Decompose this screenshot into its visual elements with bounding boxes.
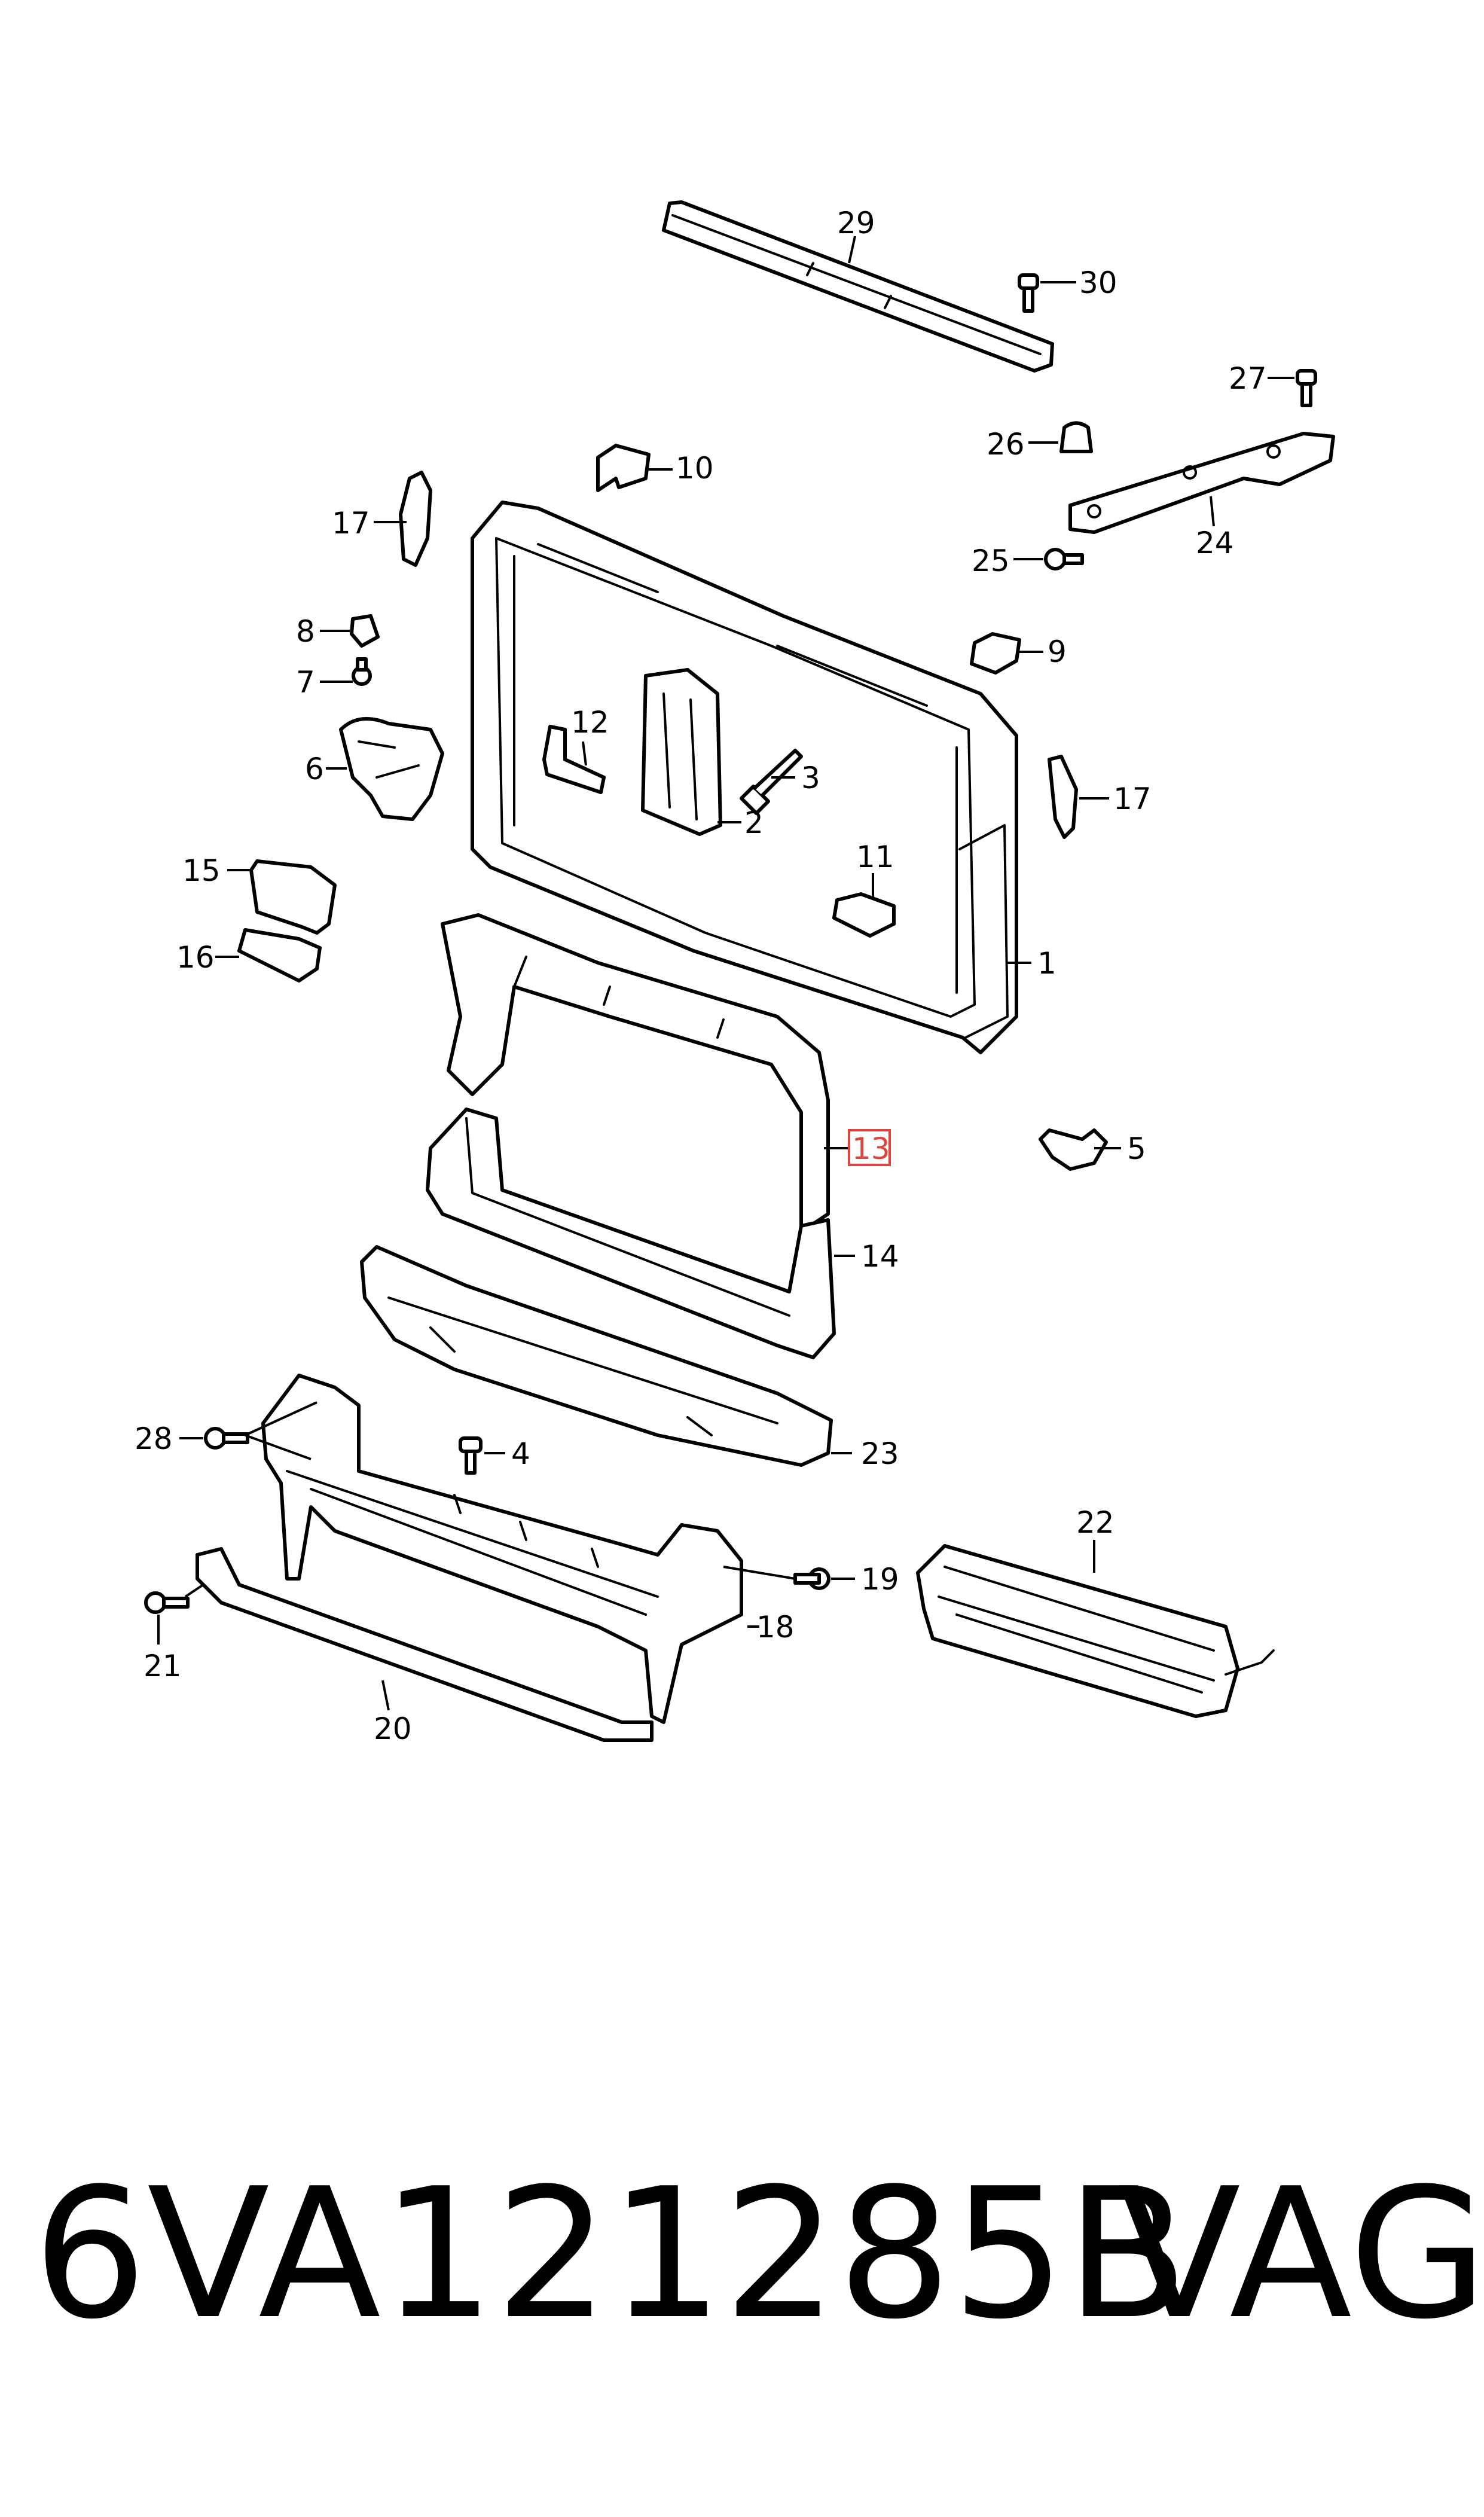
callout-26: 26 bbox=[987, 427, 1025, 462]
callout-18: 18 bbox=[756, 1610, 795, 1645]
part-18-bumper-carrier bbox=[261, 1374, 743, 1724]
callout-7: 7 bbox=[296, 665, 315, 700]
callout-21: 21 bbox=[143, 1649, 182, 1683]
callout-19: 19 bbox=[861, 1562, 899, 1597]
part-3-screw bbox=[740, 749, 803, 815]
part-14-air-guide-lower bbox=[426, 1108, 836, 1359]
callout-14: 14 bbox=[861, 1239, 899, 1274]
part-29-upper-cross-member bbox=[662, 200, 1054, 373]
callout-9: 9 bbox=[1048, 634, 1067, 669]
part-27-screw bbox=[1296, 369, 1317, 407]
callout-6: 6 bbox=[305, 752, 324, 786]
callout-8: 8 bbox=[296, 614, 315, 649]
part-21-screw bbox=[144, 1591, 190, 1614]
callout-20: 20 bbox=[374, 1711, 412, 1746]
callout-11: 11 bbox=[856, 840, 894, 874]
part-17-bracket-left bbox=[399, 471, 432, 567]
part-8-clip bbox=[350, 614, 380, 648]
part-26-buffer bbox=[1059, 421, 1093, 453]
part-12-bracket bbox=[542, 725, 606, 794]
callout-29: 29 bbox=[837, 206, 875, 240]
part-number: 6VA121285B bbox=[33, 2150, 1189, 2359]
part-6-lock bbox=[339, 717, 444, 821]
part-17-bracket-right bbox=[1048, 755, 1078, 839]
part-28-screw bbox=[204, 1427, 249, 1450]
leader-lines bbox=[157, 236, 1294, 1711]
callout-12: 12 bbox=[571, 705, 609, 740]
part-30-screw bbox=[1018, 273, 1039, 313]
callout-3: 3 bbox=[801, 761, 820, 795]
part-24-bracket bbox=[1068, 432, 1335, 534]
callout-30: 30 bbox=[1079, 266, 1117, 300]
callout-5: 5 bbox=[1127, 1131, 1146, 1166]
brand-label: VAG bbox=[1118, 2150, 1484, 2359]
part-25-bolt bbox=[1044, 548, 1084, 570]
part-7-screw bbox=[352, 657, 372, 686]
callout-27: 27 bbox=[1229, 361, 1267, 396]
part-4-screw bbox=[459, 1436, 483, 1475]
callout-23: 23 bbox=[861, 1436, 899, 1471]
part-10-clip bbox=[596, 444, 651, 492]
callout-1: 1 bbox=[1037, 946, 1056, 981]
callout-15: 15 bbox=[182, 853, 221, 888]
callout-13: 13 bbox=[852, 1131, 890, 1166]
callout-16: 16 bbox=[176, 940, 215, 975]
part-16-seal bbox=[237, 928, 322, 983]
part-15-seal bbox=[249, 859, 337, 935]
callout-10: 10 bbox=[676, 451, 714, 486]
callout-4: 4 bbox=[511, 1436, 530, 1471]
part-19-screw bbox=[793, 1567, 830, 1590]
callout-17b: 17 bbox=[1113, 782, 1152, 816]
callout-13-highlight bbox=[848, 1129, 891, 1166]
callout-28: 28 bbox=[135, 1421, 173, 1456]
part-13-air-guide bbox=[441, 913, 830, 1234]
part-9-clip bbox=[970, 632, 1021, 675]
part-11-block bbox=[832, 892, 896, 938]
part-23-absorber bbox=[360, 1245, 833, 1467]
part-2-center-bracket bbox=[641, 668, 722, 836]
callout-2: 2 bbox=[744, 806, 764, 840]
callout-25: 25 bbox=[972, 544, 1010, 578]
part-5-sensor bbox=[1039, 1128, 1108, 1171]
part-20-strip bbox=[196, 1547, 654, 1742]
callout-labels: 29 30 27 26 24 25 10 9 17 17 8 7 6 12 2 … bbox=[135, 206, 1267, 1746]
part-22-air-shutter bbox=[916, 1544, 1275, 1718]
callout-17a: 17 bbox=[332, 506, 370, 541]
callout-24: 24 bbox=[1196, 526, 1234, 560]
callout-22: 22 bbox=[1076, 1505, 1114, 1540]
